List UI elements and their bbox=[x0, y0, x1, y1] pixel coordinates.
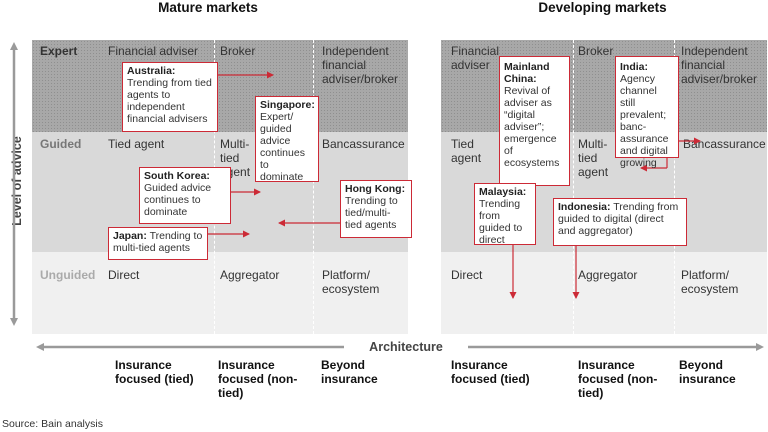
developing-unguided-c2: Aggregator bbox=[578, 268, 638, 282]
india-text: Agency channel still prevalent; banc-ass… bbox=[620, 73, 669, 169]
mature-expert-c1: Financial adviser bbox=[108, 44, 199, 58]
japan-title: Japan: bbox=[113, 230, 147, 242]
hong-kong-title: Hong Kong: bbox=[345, 183, 406, 195]
developing-guided-c2: Multi-tied agent bbox=[578, 137, 609, 179]
india-box: India: Agency channel still prevalent; b… bbox=[615, 56, 679, 169]
developing-guided-c3: Bancassurance bbox=[683, 137, 766, 151]
australia-box: Australia: Trending from tied agents to … bbox=[122, 62, 218, 132]
mature-expert-c3: Independent financial adviser/broker bbox=[322, 44, 399, 86]
developing-expert-c3: Independent financial adviser/broker bbox=[681, 44, 758, 86]
mature-expert-c2: Broker bbox=[220, 44, 256, 58]
mature-unguided-band bbox=[32, 252, 408, 334]
singapore-box: Singapore: Expert/ guided advice continu… bbox=[255, 96, 319, 183]
mature-unguided-c2: Aggregator bbox=[220, 268, 280, 282]
mature-level-guided: Guided bbox=[40, 137, 82, 151]
mature-footer-c2: Insurance focused (non-tied) bbox=[218, 358, 298, 400]
developing-guided-c1: Tied agent bbox=[451, 137, 482, 165]
developing-footer-c1: Insurance focused (tied) bbox=[451, 358, 530, 386]
hong-kong-text: Trending to tied/multi-tied agents bbox=[345, 195, 398, 231]
developing-divider-1 bbox=[573, 40, 574, 334]
mature-level-expert: Expert bbox=[40, 44, 78, 58]
mature-unguided-c1: Direct bbox=[108, 268, 140, 282]
australia-title: Australia: bbox=[127, 65, 176, 77]
south-korea-box: South Korea: Guided advice continues to … bbox=[139, 167, 231, 224]
mature-guided-c1: Tied agent bbox=[108, 137, 165, 151]
mature-footer-c1: Insurance focused (tied) bbox=[115, 358, 194, 386]
malaysia-text: Trending from guided to direct bbox=[479, 198, 523, 246]
japan-box: Japan: Trending to multi-tied agents bbox=[108, 227, 208, 260]
singapore-title: Singapore: bbox=[260, 99, 315, 111]
developing-expert-c2: Broker bbox=[578, 44, 614, 58]
malaysia-box: Malaysia: Trending from guided to direct bbox=[474, 183, 536, 246]
developing-footer-c2: Insurance focused (non-tied) bbox=[578, 358, 658, 400]
mature-footer-c3: Beyond insurance bbox=[321, 358, 378, 386]
x-axis-label: Architecture bbox=[344, 340, 468, 354]
source-note: Source: Bain analysis bbox=[2, 418, 103, 430]
japan-text: Trending to multi-tied agents bbox=[113, 230, 203, 254]
developing-unguided-band bbox=[441, 252, 767, 334]
india-title: India: bbox=[620, 61, 648, 73]
developing-divider-2 bbox=[674, 40, 675, 334]
mature-markets-title: Mature markets bbox=[158, 0, 258, 15]
indonesia-text: Trending from guided to digital (direct … bbox=[558, 201, 679, 237]
indonesia-box: Indonesia: Trending from guided to digit… bbox=[553, 198, 687, 246]
mature-level-unguided: Unguided bbox=[40, 268, 96, 282]
singapore-text: Expert/ guided advice continues to domin… bbox=[260, 111, 305, 183]
developing-expert-c1: Financial adviser bbox=[451, 44, 500, 72]
malaysia-title: Malaysia: bbox=[479, 186, 527, 198]
mature-unguided-c3: Platform/ ecosystem bbox=[322, 268, 380, 296]
developing-unguided-c1: Direct bbox=[451, 268, 483, 282]
developing-markets-title: Developing markets bbox=[538, 0, 667, 15]
australia-text: Trending from tied agents to independent… bbox=[127, 77, 212, 125]
mature-expert-band bbox=[32, 40, 408, 132]
south-korea-text: Guided advice continues to dominate bbox=[144, 182, 212, 218]
developing-unguided-c3: Platform/ ecosystem bbox=[681, 268, 739, 296]
china-title: Mainland China: bbox=[504, 61, 550, 85]
china-box: Mainland China: Revival of adviser as “d… bbox=[499, 56, 570, 186]
developing-expert-band bbox=[441, 40, 767, 132]
developing-footer-c3: Beyond insurance bbox=[679, 358, 736, 386]
indonesia-title: Indonesia: bbox=[558, 201, 611, 213]
mature-divider-2 bbox=[313, 40, 314, 334]
south-korea-title: South Korea: bbox=[144, 170, 210, 182]
hong-kong-box: Hong Kong: Trending to tied/multi-tied a… bbox=[340, 180, 412, 238]
china-text: Revival of adviser as “digital adviser”;… bbox=[504, 85, 560, 169]
mature-guided-c3: Bancassurance bbox=[322, 137, 405, 151]
